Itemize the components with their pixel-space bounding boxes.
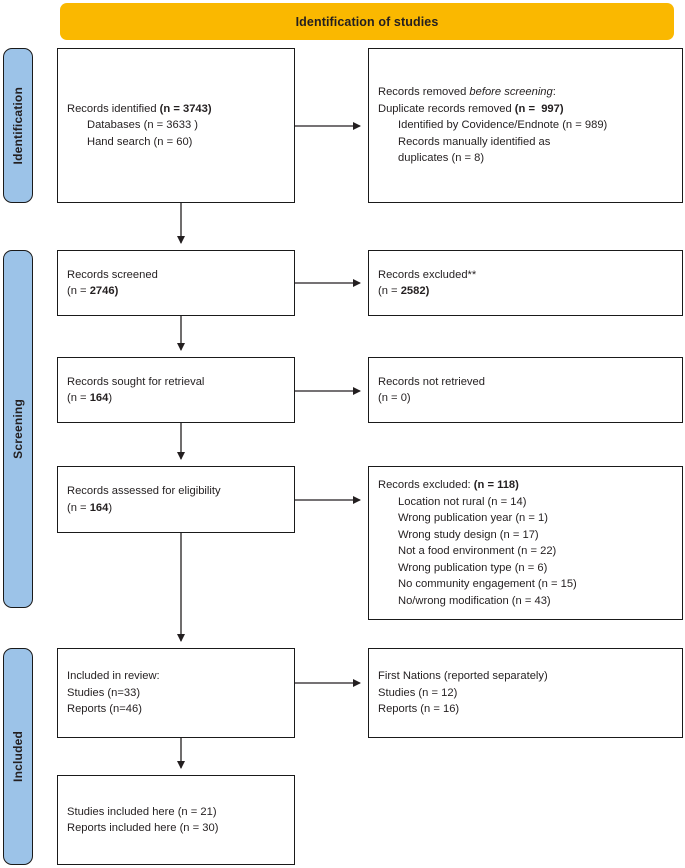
box-line: Records sought for retrieval xyxy=(67,374,285,391)
line-text: Records removed xyxy=(378,86,470,99)
line-text: Records identified xyxy=(67,102,160,115)
page-title: Identification of studies xyxy=(295,14,439,29)
box-line: Records screened xyxy=(67,267,285,284)
line-text: Identified by Covidence/Endnote (n = 989… xyxy=(398,119,608,132)
box-first-nations[interactable]: First Nations (reported separately) Studi… xyxy=(368,648,683,738)
line-text: Records screened xyxy=(67,268,158,281)
box-records-assessed-for-eligibility[interactable]: Records assessed for eligibility (n = 164… xyxy=(57,466,295,533)
box-included-in-review[interactable]: Included in review: Studies (n=33) Reports… xyxy=(57,648,295,738)
box-line: Hand search (n = 60) xyxy=(67,134,285,151)
box-line: Studies included here (n = 21) xyxy=(67,804,285,821)
box-line: duplicates (n = 8) xyxy=(378,150,673,167)
box-line: Wrong publication year (n = 1) xyxy=(378,510,673,527)
line-text: duplicates (n = 8) xyxy=(398,152,485,165)
line-count: 164 xyxy=(89,392,109,404)
box-line: Records removed before screening: xyxy=(378,84,673,101)
box-records-sought-for-retrieval[interactable]: Records sought for retrieval (n = 164) xyxy=(57,357,295,423)
line-text: Records assessed for eligibility xyxy=(67,485,221,497)
box-line: Reports (n = 16) xyxy=(378,701,673,718)
box-line: Reports included here (n = 30) xyxy=(67,820,285,837)
line-text: (n = xyxy=(378,285,401,297)
box-line: First Nations (reported separately) xyxy=(378,668,673,685)
box-line: (n = 164) xyxy=(67,500,285,517)
box-line: Records not retrieved xyxy=(378,374,673,391)
box-line: (n = 2582) xyxy=(378,283,673,300)
line-text: Records not retrieved xyxy=(378,375,485,388)
line-tail: ) xyxy=(108,392,113,404)
line-text: (n = xyxy=(67,501,90,514)
line-text: Studies (n = 12) xyxy=(378,686,458,699)
box-records-identified[interactable]: Records identified (n = 3743)Databases (… xyxy=(57,48,295,203)
line-text: Records manually identified as xyxy=(398,135,551,148)
line-count: (n = 3743) xyxy=(159,102,212,115)
box-records-excluded-screening[interactable]: Records excluded** (n = 2582) xyxy=(368,250,683,316)
line-text: Reports (n=46) xyxy=(67,703,142,716)
box-line: Duplicate records removed (n = 997) xyxy=(378,101,673,118)
line-text: Records sought for retrieval xyxy=(67,375,205,388)
line-text: Not a food environment (n = 22) xyxy=(398,545,557,557)
identification-header-bar: Identification of studies xyxy=(60,3,674,40)
line-text: Duplicate records removed xyxy=(378,102,515,115)
box-records-excluded-eligibility[interactable]: Records excluded: (n = 118)Location not … xyxy=(368,466,683,620)
line-text: No community engagement (n = 15) xyxy=(398,578,577,590)
line-emphasis: before screening xyxy=(469,86,553,99)
box-line: Location not rural (n = 14) xyxy=(378,494,673,511)
line-text: Studies included here (n = 21) xyxy=(67,805,217,818)
box-line: (n = 0) xyxy=(378,390,673,407)
line-text: Location not rural (n = 14) xyxy=(398,495,527,508)
stage-tab-included[interactable]: Included xyxy=(3,648,33,865)
box-line: Databases (n = 3633 ) xyxy=(67,117,285,134)
line-text: Wrong study design (n = 17) xyxy=(398,528,539,541)
box-line: Wrong publication type (n = 6) xyxy=(378,560,673,577)
box-line: No community engagement (n = 15) xyxy=(378,576,673,593)
line-tail: : xyxy=(552,86,556,99)
line-text: Included in review: xyxy=(67,670,160,683)
line-count: 2582) xyxy=(400,285,430,297)
line-text: (n = 0) xyxy=(378,392,411,404)
line-count: 164 xyxy=(89,501,109,514)
box-records-not-retrieved[interactable]: Records not retrieved (n = 0) xyxy=(368,357,683,423)
box-line: No/wrong modification (n = 43) xyxy=(378,593,673,610)
box-line: Wrong study design (n = 17) xyxy=(378,527,673,544)
box-records-removed-before-screening[interactable]: Records removed before screening:Duplica… xyxy=(368,48,683,203)
line-text: Reports included here (n = 30) xyxy=(67,822,219,834)
line-text: Wrong publication year (n = 1) xyxy=(398,512,548,524)
box-records-screened[interactable]: Records screened (n = 2746) xyxy=(57,250,295,316)
line-text: Studies (n=33) xyxy=(67,686,141,699)
line-text: No/wrong modification (n = 43) xyxy=(398,594,551,607)
box-line: Studies (n=33) xyxy=(67,685,285,702)
stage-tab-identification[interactable]: Identification xyxy=(3,48,33,203)
box-line: Included in review: xyxy=(67,668,285,685)
line-text: Hand search (n = 60) xyxy=(87,135,193,148)
stage-tab-screening[interactable]: Screening xyxy=(3,250,33,608)
box-line: Records excluded: (n = 118) xyxy=(378,477,673,494)
line-text: Records excluded** xyxy=(378,268,477,281)
box-line: Studies (n = 12) xyxy=(378,685,673,702)
box-line: (n = 164) xyxy=(67,390,285,407)
box-line: Identified by Covidence/Endnote (n = 989… xyxy=(378,117,673,134)
line-count: 2746) xyxy=(89,285,119,297)
line-text: Records excluded: xyxy=(378,479,474,491)
line-text: Reports (n = 16) xyxy=(378,703,460,716)
box-line: (n = 2746) xyxy=(67,283,285,300)
line-text: Wrong publication type (n = 6) xyxy=(398,561,548,574)
line-count: (n = 997) xyxy=(514,102,564,115)
line-text: First Nations (reported separately) xyxy=(378,670,548,683)
line-text: (n = xyxy=(67,392,90,404)
line-tail: ) xyxy=(108,501,113,514)
line-count: (n = 118) xyxy=(473,479,519,491)
box-line: Records identified (n = 3743) xyxy=(67,101,285,118)
line-text: (n = xyxy=(67,285,90,297)
box-line: Reports (n=46) xyxy=(67,701,285,718)
box-line: Not a food environment (n = 22) xyxy=(378,543,673,560)
box-line: Records manually identified as xyxy=(378,134,673,151)
box-line: Records assessed for eligibility xyxy=(67,483,285,500)
line-text: Databases (n = 3633 ) xyxy=(87,119,199,132)
box-line: Records excluded** xyxy=(378,267,673,284)
box-studies-included-here[interactable]: Studies included here (n = 21) Reports in… xyxy=(57,775,295,865)
